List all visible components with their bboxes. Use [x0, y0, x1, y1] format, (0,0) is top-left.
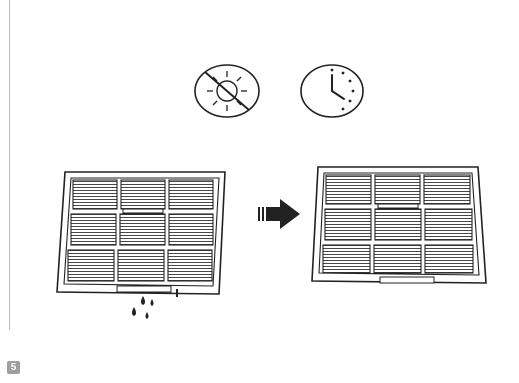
right-arrow-icon	[258, 197, 302, 231]
step-number-badge: 5	[7, 361, 20, 374]
no-sunlight-icon	[193, 63, 261, 119]
wet-filter-with-drips	[55, 168, 235, 328]
margin-rule	[9, 0, 10, 330]
clock-icon	[299, 63, 365, 119]
dry-filter	[310, 163, 488, 293]
